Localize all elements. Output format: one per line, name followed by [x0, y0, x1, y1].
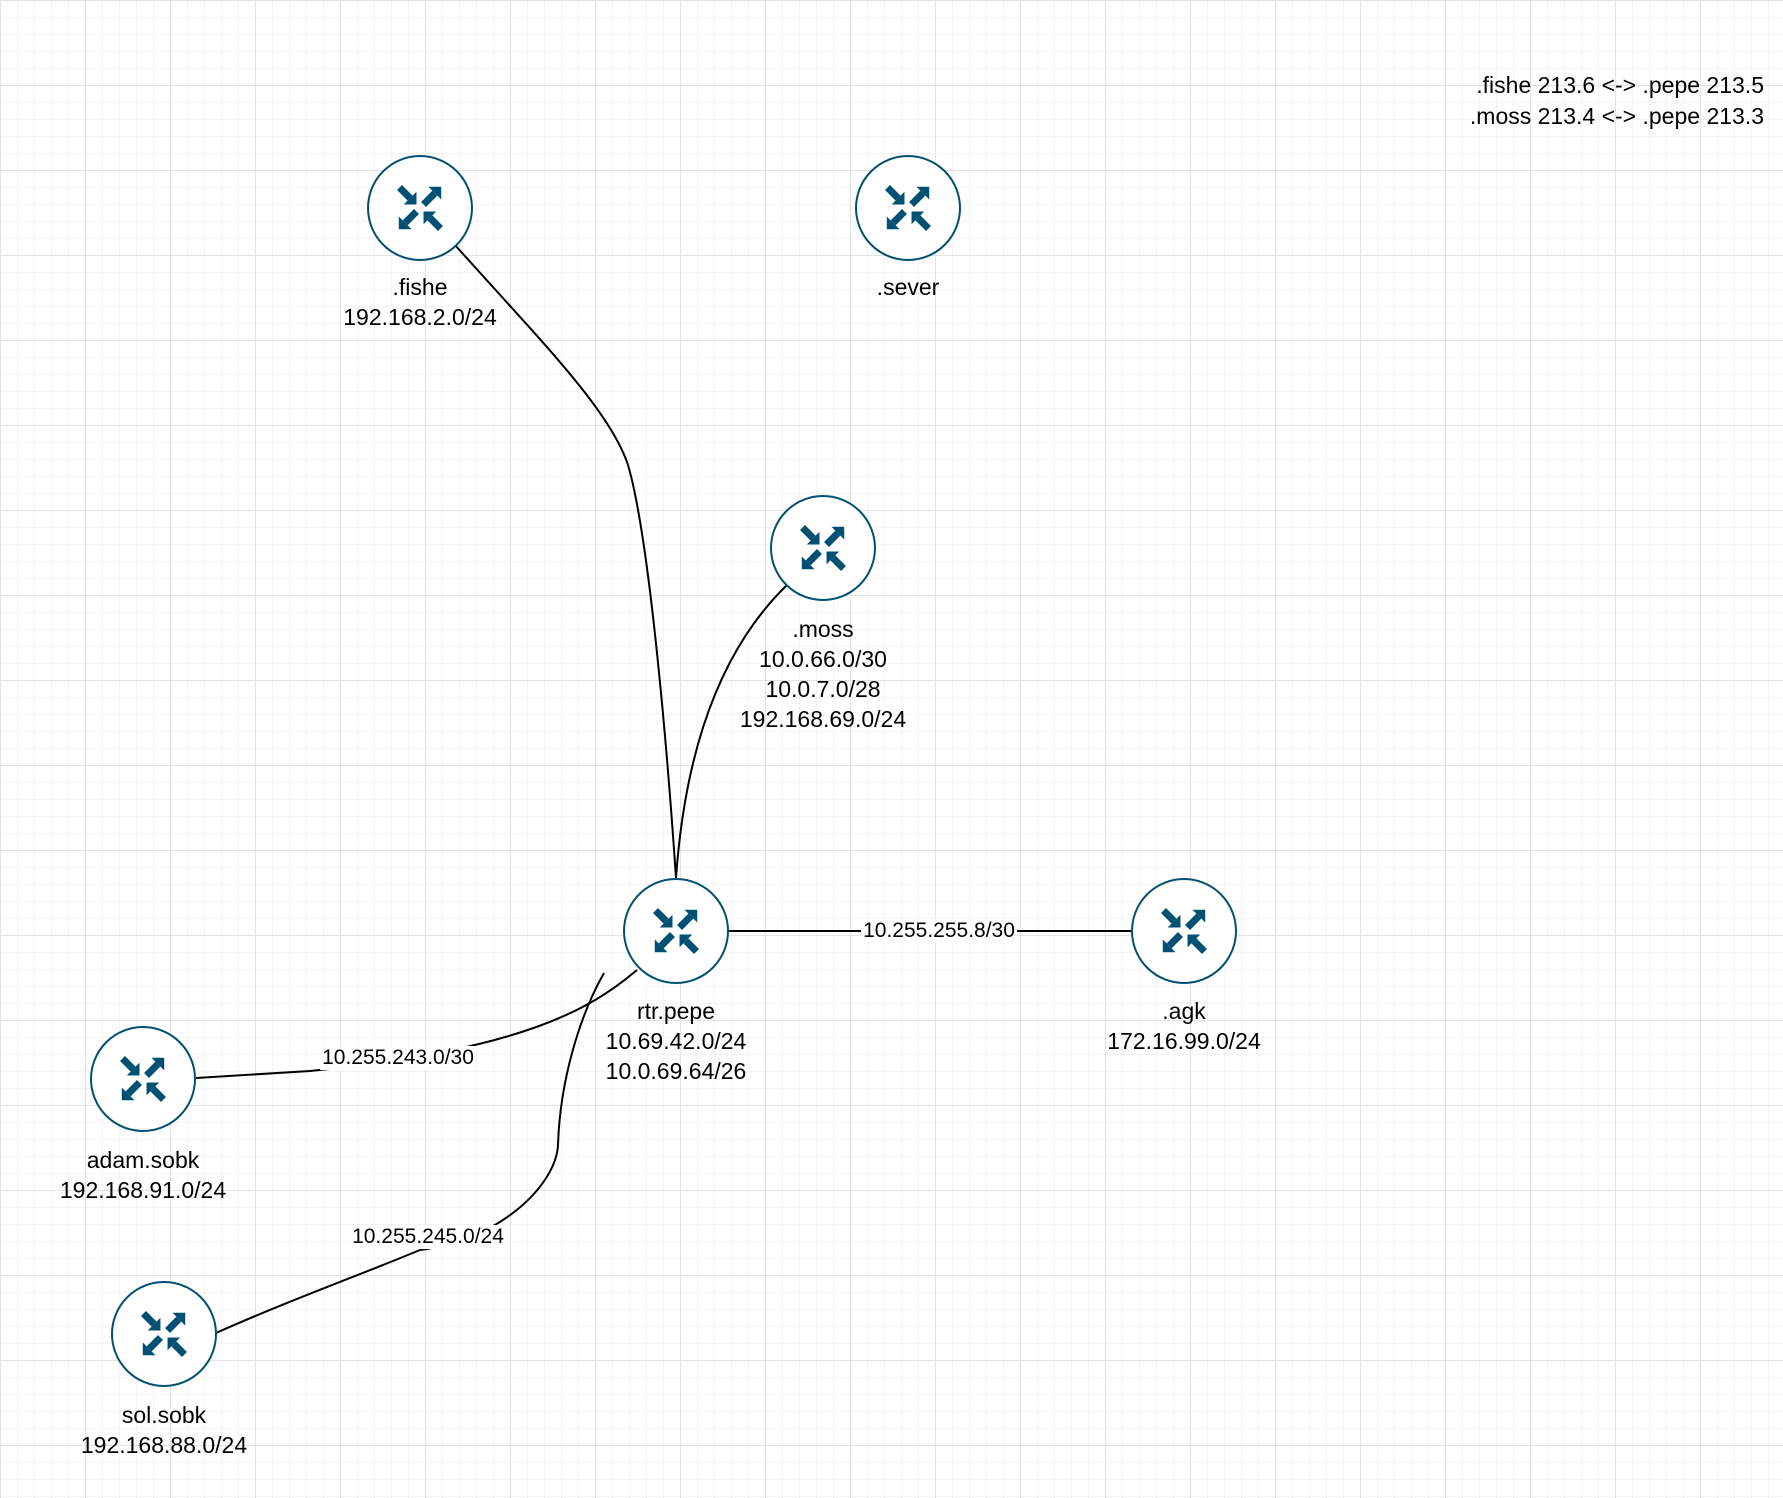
node-name: sol.sobk	[121, 1402, 207, 1428]
note-line: .fishe 213.6 <-> .pepe 213.5	[1476, 72, 1764, 98]
node-label-moss: .moss 10.0.66.0/30 10.0.7.0/28 192.168.69.0…	[740, 614, 906, 734]
router-circle	[367, 155, 473, 261]
router-node-moss[interactable]	[770, 495, 876, 601]
router-node-fishe[interactable]	[367, 155, 473, 261]
node-label-adam: adam.sobk 192.168.91.0/24	[60, 1145, 226, 1205]
router-node-adam[interactable]	[90, 1026, 196, 1132]
link-pepe-sol	[215, 972, 605, 1334]
router-circle	[90, 1026, 196, 1132]
node-name: adam.sobk	[86, 1147, 200, 1173]
link-fishe-pepe	[454, 244, 677, 879]
link-notes: .fishe 213.6 <-> .pepe 213.5 .moss 213.4…	[1470, 70, 1764, 132]
router-node-sol[interactable]	[111, 1281, 217, 1387]
router-circle	[111, 1281, 217, 1387]
node-subnet: 10.0.69.64/26	[605, 1058, 747, 1084]
router-node-sever[interactable]	[855, 155, 961, 261]
router-circle	[1131, 878, 1237, 984]
router-circle	[770, 495, 876, 601]
node-subnet: 192.168.91.0/24	[59, 1177, 227, 1203]
link-label-pepe-agk: 10.255.255.8/30	[861, 919, 1017, 943]
node-subnet: 192.168.2.0/24	[343, 304, 497, 330]
router-circle	[623, 878, 729, 984]
node-subnet: 10.69.42.0/24	[605, 1028, 747, 1054]
node-name: .sever	[876, 274, 940, 300]
node-subnet: 10.0.7.0/28	[765, 676, 881, 702]
node-name: .moss	[792, 616, 854, 642]
link-moss-pepe	[675, 584, 788, 879]
node-label-sever: .sever	[877, 272, 940, 302]
node-subnet: 10.0.66.0/30	[759, 646, 887, 672]
node-label-agk: .agk 172.16.99.0/24	[1107, 996, 1260, 1056]
node-name: .agk	[1162, 998, 1206, 1024]
node-label-pepe: rtr.pepe 10.69.42.0/24 10.0.69.64/26	[606, 996, 747, 1086]
nodes-layer	[90, 155, 1237, 1387]
link-label-pepe-sol: 10.255.245.0/24	[350, 1225, 506, 1249]
node-label-sol: sol.sobk 192.168.88.0/24	[81, 1400, 247, 1460]
link-label-pepe-adam: 10.255.243.0/30	[320, 1046, 476, 1070]
node-name: rtr.pepe	[637, 998, 715, 1024]
node-subnet: 192.168.69.0/24	[739, 706, 907, 732]
node-name: .fishe	[392, 274, 448, 300]
router-node-agk[interactable]	[1131, 878, 1237, 984]
note-line: .moss 213.4 <-> .pepe 213.3	[1469, 103, 1764, 129]
node-subnet: 192.168.88.0/24	[80, 1432, 248, 1458]
router-circle	[855, 155, 961, 261]
node-subnet: 172.16.99.0/24	[1107, 1028, 1261, 1054]
router-node-pepe[interactable]	[623, 878, 729, 984]
node-label-fishe: .fishe 192.168.2.0/24	[343, 272, 496, 332]
links-layer	[195, 244, 1132, 1334]
